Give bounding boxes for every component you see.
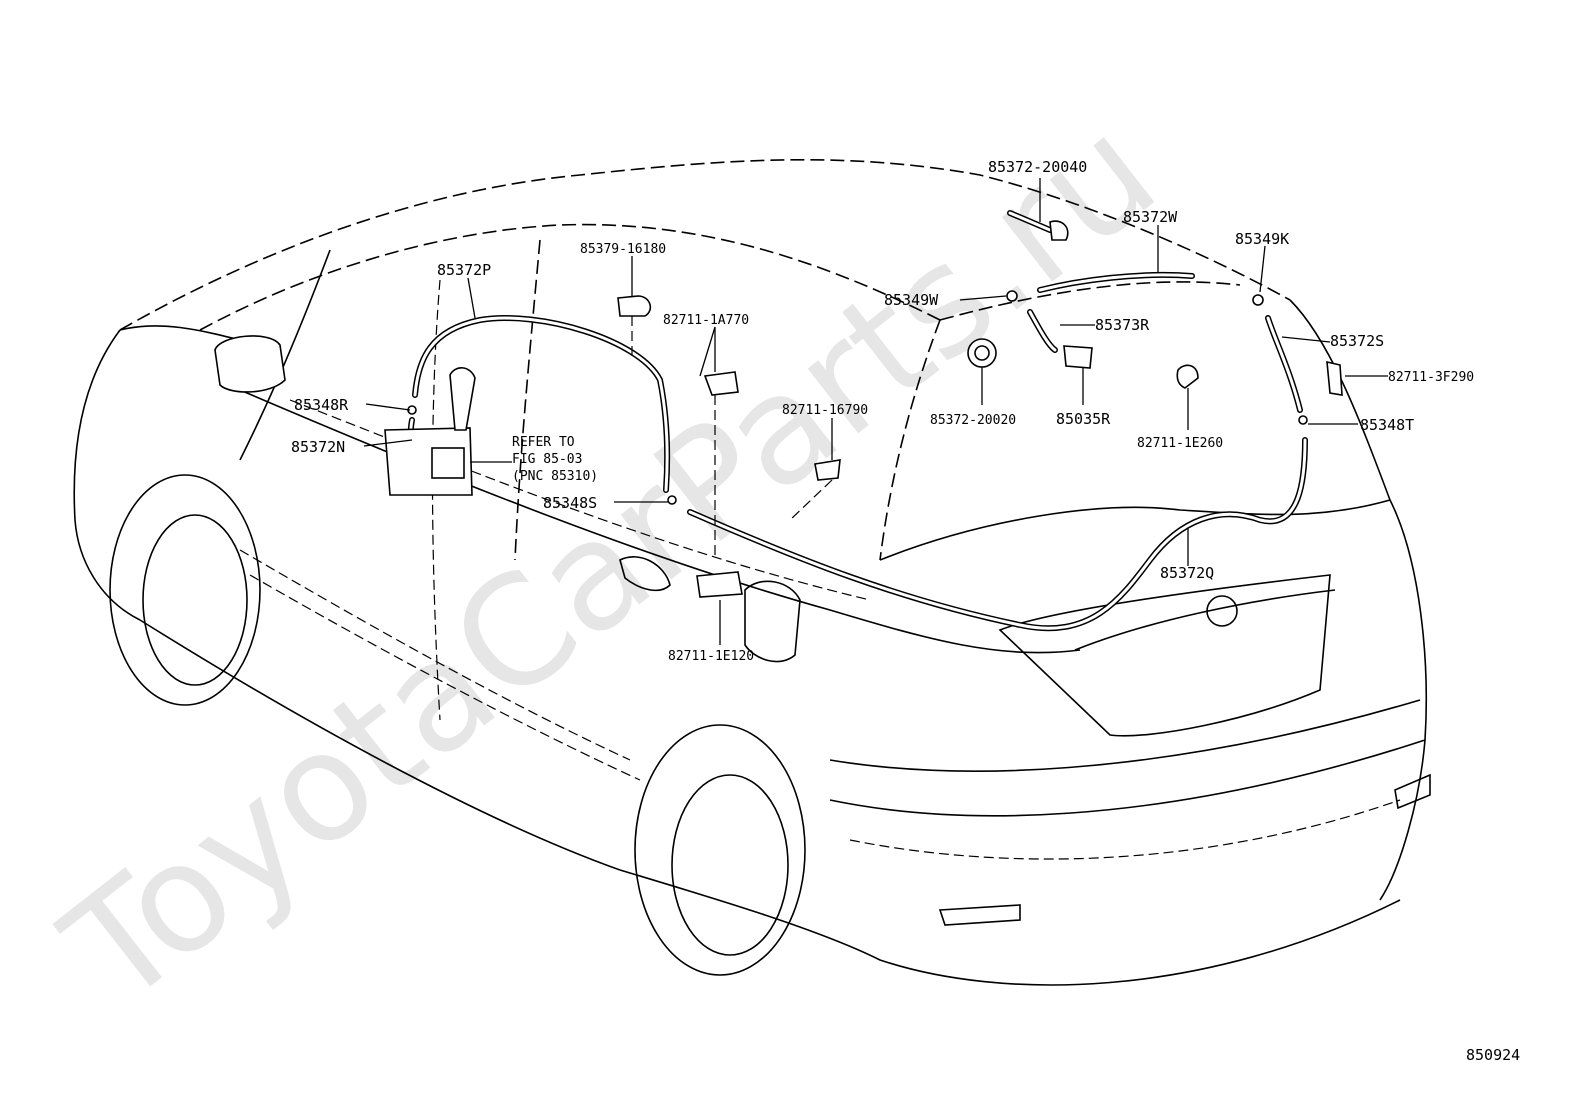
label-85372-20020: 85372-20020: [930, 413, 1016, 428]
label-85379-16180: 85379-16180: [580, 242, 666, 257]
leader-lines: [363, 178, 1388, 645]
filler-neck-icon: [449, 367, 476, 431]
rear-nozzle-85035r-icon: [1063, 345, 1093, 369]
refer-line-2: FIG 85-03: [512, 452, 582, 467]
clamp-1e260-icon: [1176, 364, 1199, 389]
label-85348t: 85348T: [1360, 416, 1414, 434]
label-82711-3f290: 82711-3F290: [1388, 370, 1474, 385]
label-85372q: 85372Q: [1160, 564, 1214, 582]
refer-line-3: (PNC 85310): [512, 469, 598, 484]
joint-85348s-icon: [667, 495, 677, 505]
label-82711-1e260: 82711-1E260: [1137, 436, 1223, 451]
clamp-1a770-icon: [703, 371, 739, 396]
label-85372-20040: 85372-20040: [988, 158, 1087, 176]
vehicle-outline: [73, 158, 1431, 986]
label-85035r: 85035R: [1056, 410, 1111, 428]
label-85372s: 85372S: [1330, 332, 1384, 350]
clamp-1e120-icon: [696, 571, 743, 598]
refer-line-1: REFER TO: [512, 435, 575, 450]
label-82711-16790: 82711-16790: [782, 403, 868, 418]
components: [384, 220, 1343, 598]
joint-85349w-icon: [1006, 290, 1018, 302]
label-85372p: 85372P: [437, 261, 491, 279]
label-85348s: 85348S: [543, 494, 597, 512]
joint-85348t-icon: [1298, 415, 1308, 425]
joint-85349k-icon: [1252, 294, 1264, 306]
part-labels: 85372-20040 85372W 85349K 85349W 85373R …: [291, 158, 1520, 1064]
watermark-text: ToyotaCarParts.ru: [34, 85, 1187, 1039]
label-85373r: 85373R: [1095, 316, 1150, 334]
clamp-16790-icon: [814, 459, 841, 481]
elbow-20040-icon: [1049, 220, 1069, 241]
nozzle-85379-icon: [617, 295, 652, 317]
label-85372n: 85372N: [291, 438, 345, 456]
label-85349k: 85349K: [1235, 230, 1289, 248]
label-82711-1a770: 82711-1A770: [663, 313, 749, 328]
washer-pump-icon: [431, 447, 465, 479]
figure-code: 850924: [1466, 1046, 1520, 1064]
clamp-3f290-icon: [1326, 360, 1343, 396]
washer-hoses: [408, 210, 1308, 632]
label-85372w: 85372W: [1123, 208, 1178, 226]
label-85348r: 85348R: [294, 396, 349, 414]
label-82711-1e120: 82711-1E120: [668, 649, 754, 664]
label-85349w: 85349W: [884, 291, 939, 309]
